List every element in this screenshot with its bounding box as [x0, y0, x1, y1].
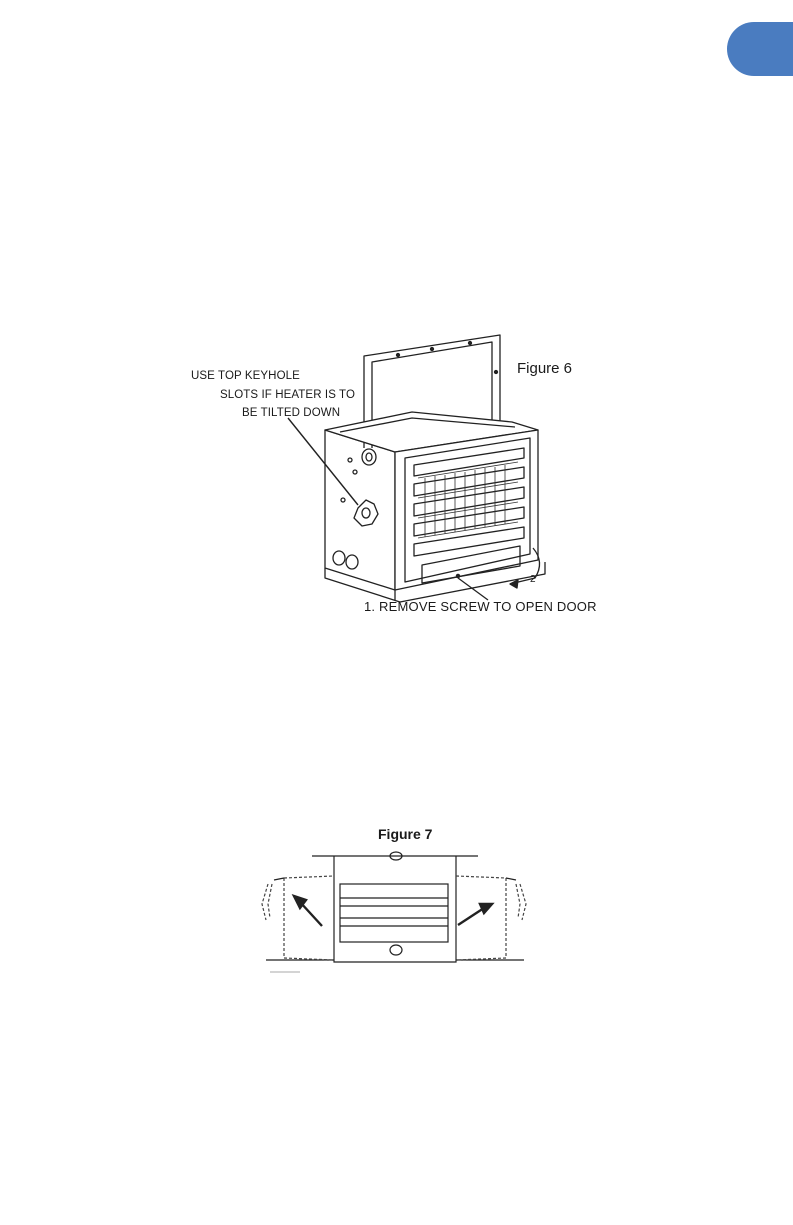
figure-7-title: Figure 7 [378, 826, 432, 842]
left-arrow-icon [294, 896, 322, 926]
right-door-swing [456, 876, 506, 960]
left-door-swing [284, 876, 334, 960]
louvre-panel [340, 884, 448, 942]
heater-body-top-view [334, 856, 456, 962]
right-arrow-icon [458, 904, 492, 925]
